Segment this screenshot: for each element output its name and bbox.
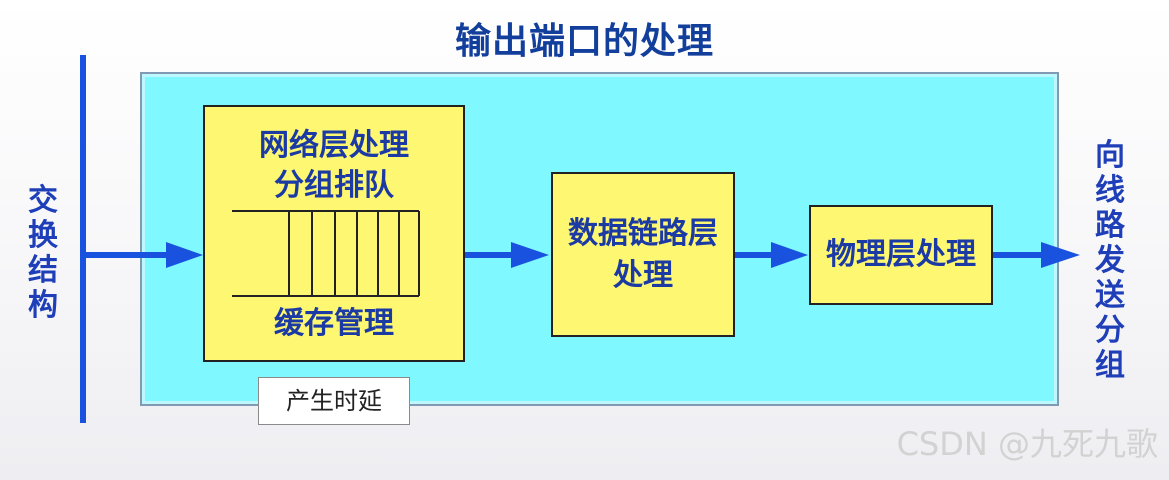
arrow-datalink-to-physical: [735, 242, 808, 268]
network-layer-title: 网络层处理 分组排队: [259, 128, 409, 203]
buffer-management-label: 缓存管理: [274, 306, 394, 341]
switch-fabric-bar: [80, 55, 86, 423]
data-link-layer-box: 数据链路层 处理: [551, 172, 735, 337]
send-to-line-label: 向 线 路 发 送 分 组: [1095, 138, 1125, 383]
queue-buffer-icon: [232, 210, 420, 297]
delay-label: 产生时延: [258, 377, 410, 425]
arrow-fabric-to-network: [86, 242, 203, 268]
arrow-network-to-datalink: [465, 242, 549, 268]
physical-layer-box: 物理层处理: [809, 205, 993, 305]
watermark: CSDN @九死九歌: [896, 425, 1158, 463]
arrow-physical-to-line: [993, 242, 1080, 268]
switch-fabric-label: 交 换 结 构: [28, 183, 58, 323]
diagram-title: 输出端口的处理: [454, 21, 714, 62]
